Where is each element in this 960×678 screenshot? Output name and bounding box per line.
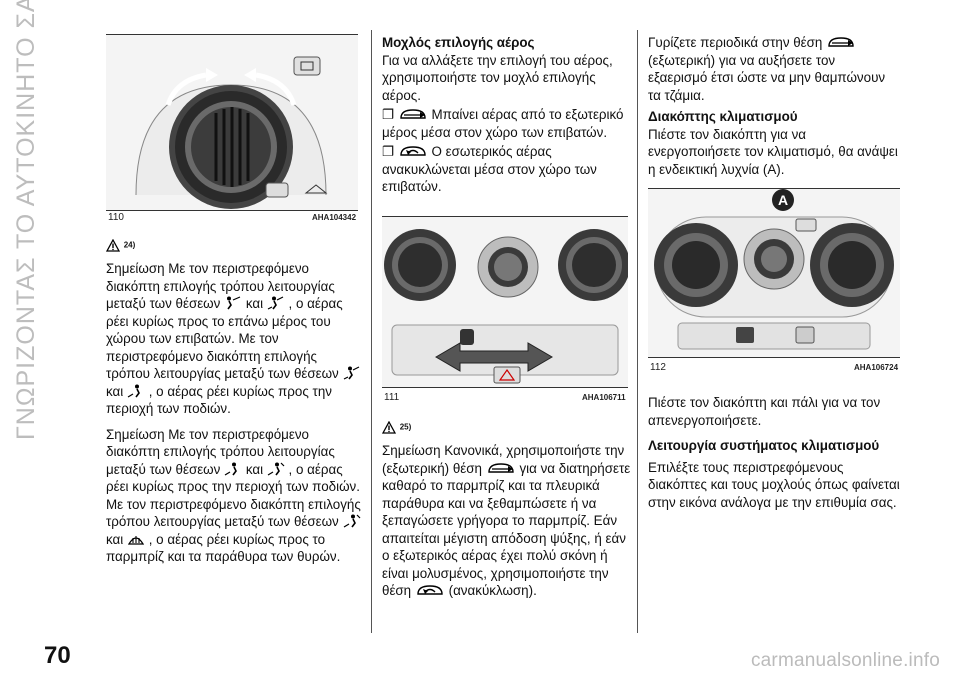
figure-111-number: 111: [384, 392, 400, 403]
recirculation-icon: [400, 146, 426, 156]
column-3-top: Γυρίζετε περιοδικά στην θέση (εξωτερική)…: [648, 34, 898, 186]
indicator-a-label-badge: A: [772, 189, 794, 211]
vent-feet-defrost-icon: [267, 462, 285, 476]
note-1-text-e: , ο αέρας ρέει κυρίως προς την περιοχή τ…: [106, 383, 332, 417]
col3-p1-a: Γυρίζετε περιοδικά στην θέση: [648, 35, 823, 50]
note-2-text-a: Σημείωση Με τον περιστρεφόμενο διακόπτη …: [106, 426, 335, 477]
col3-p1-b: (εξωτερική) για να αυξήσετε τον εξαερισμ…: [648, 52, 886, 103]
note-1-text-a: Σημείωση Με τον περιστρεφόμενο διακόπτη …: [106, 261, 335, 312]
side-section-title: ΓΝΩΡΙΖΟΝΤΑΣ ΤΟ ΑΥΤΟΚΙΝΗΤΟ ΣΑΣ: [12, 0, 40, 440]
indicator-a-label: A: [777, 192, 789, 208]
vent-face-icon: [227, 296, 241, 310]
air-selector-lever-illustration: [382, 217, 628, 387]
fresh-air-icon-2: [488, 463, 514, 473]
figure-112-number: 112: [650, 362, 666, 373]
figure-110-code: AHA104342: [312, 213, 357, 222]
column-2-bottom: 25) Σημείωση Κανονικά, χρησιμοποιήστε τη…: [382, 418, 632, 608]
figure-110: [106, 34, 358, 211]
recirculation-icon-2: [417, 585, 443, 595]
warning-icon: [106, 238, 120, 252]
figure-112: A: [648, 188, 900, 358]
figure-110-number: 110: [108, 212, 124, 223]
reference-24: 24): [123, 240, 136, 250]
figure-112-code: AHA106724: [854, 363, 899, 372]
vent-face-feet-icon: [267, 296, 284, 310]
note-3-text-b: για να διατηρήσετε καθαρό το παρμπρίζ κα…: [382, 460, 631, 599]
air-selector-heading: Μοχλός επιλογής αέρος: [382, 35, 535, 50]
defrost-icon: [127, 535, 145, 545]
column-divider-1: [371, 30, 372, 633]
fresh-air-icon: [400, 109, 426, 119]
note-3-text-a: Σημείωση Κανονικά, χρησιμοποιήστε την (ε…: [382, 443, 625, 476]
ac-switch-heading: Διακόπτης κλιματισμού: [648, 109, 798, 124]
column-2-top: Μοχλός επιλογής αέρος Για να αλλάξετε τη…: [382, 34, 632, 198]
bullet-2-text: Ο εσωτερικός αέρας ανακυκλώνεται μέσα στ…: [382, 144, 597, 194]
mode-selector-knob-illustration: [106, 35, 358, 210]
vent-feet-icon-2: [224, 462, 238, 476]
vent-feet-defrost-icon-2: [343, 514, 360, 528]
ac-operation-heading: Λειτουργία συστήματος κλιματισμού: [648, 438, 880, 453]
vent-face-feet-icon-2: [343, 366, 359, 380]
figure-111: [382, 216, 628, 388]
note-2-text-e: , ο αέρας ρέει κυρίως προς το παρμπρίζ κ…: [106, 531, 341, 565]
ac-operation-text: Επιλέξτε τους περιστρεφόμενους διακόπτες…: [648, 459, 900, 510]
air-selector-intro: Για να αλλάξετε την επιλογή του αέρος, χ…: [382, 52, 613, 103]
note-1-text-b: και: [245, 296, 264, 312]
fresh-air-icon-3: [828, 37, 854, 47]
watermark: carmanualsonline.info: [750, 650, 940, 671]
reference-25: 25): [399, 422, 412, 432]
note-2-text-d: και: [106, 531, 124, 547]
vent-feet-icon: [127, 384, 140, 398]
note-1-text-d: και: [106, 383, 124, 399]
note-3-text-c: (ανακύκλωση).: [448, 583, 537, 599]
column-3-bottom: Πιέστε τον διακόπτη και πάλι για να τον …: [648, 394, 900, 519]
note-1-text-c: , ο αέρας ρέει κυρίως προς το επάνω μέρο…: [106, 296, 343, 382]
bullet-1-text: Μπαίνει αέρας από το εξωτερικό μέρος μέσ…: [382, 107, 624, 140]
bullet-1-marker: ❐: [382, 107, 395, 122]
note-2-text-b: και: [245, 461, 264, 477]
warning-icon-2: [382, 420, 396, 434]
column-divider-2: [637, 30, 638, 633]
ac-off-text: Πιέστε τον διακόπτη και πάλι για να τον …: [648, 395, 881, 428]
climate-panel-illustration: [648, 189, 900, 357]
page-number: 70: [44, 642, 71, 669]
note-2-text-c: , ο αέρας ρέει κυρίως προς την περιοχή τ…: [106, 461, 361, 530]
column-1: 24) Σημείωση Με τον περιστρεφόμενο διακό…: [106, 236, 364, 574]
bullet-2-marker: ❐: [382, 144, 395, 159]
ac-switch-text: Πιέστε τον διακόπτη για να ενεργοποιήσετ…: [648, 126, 898, 177]
figure-111-code: AHA106711: [582, 393, 626, 402]
